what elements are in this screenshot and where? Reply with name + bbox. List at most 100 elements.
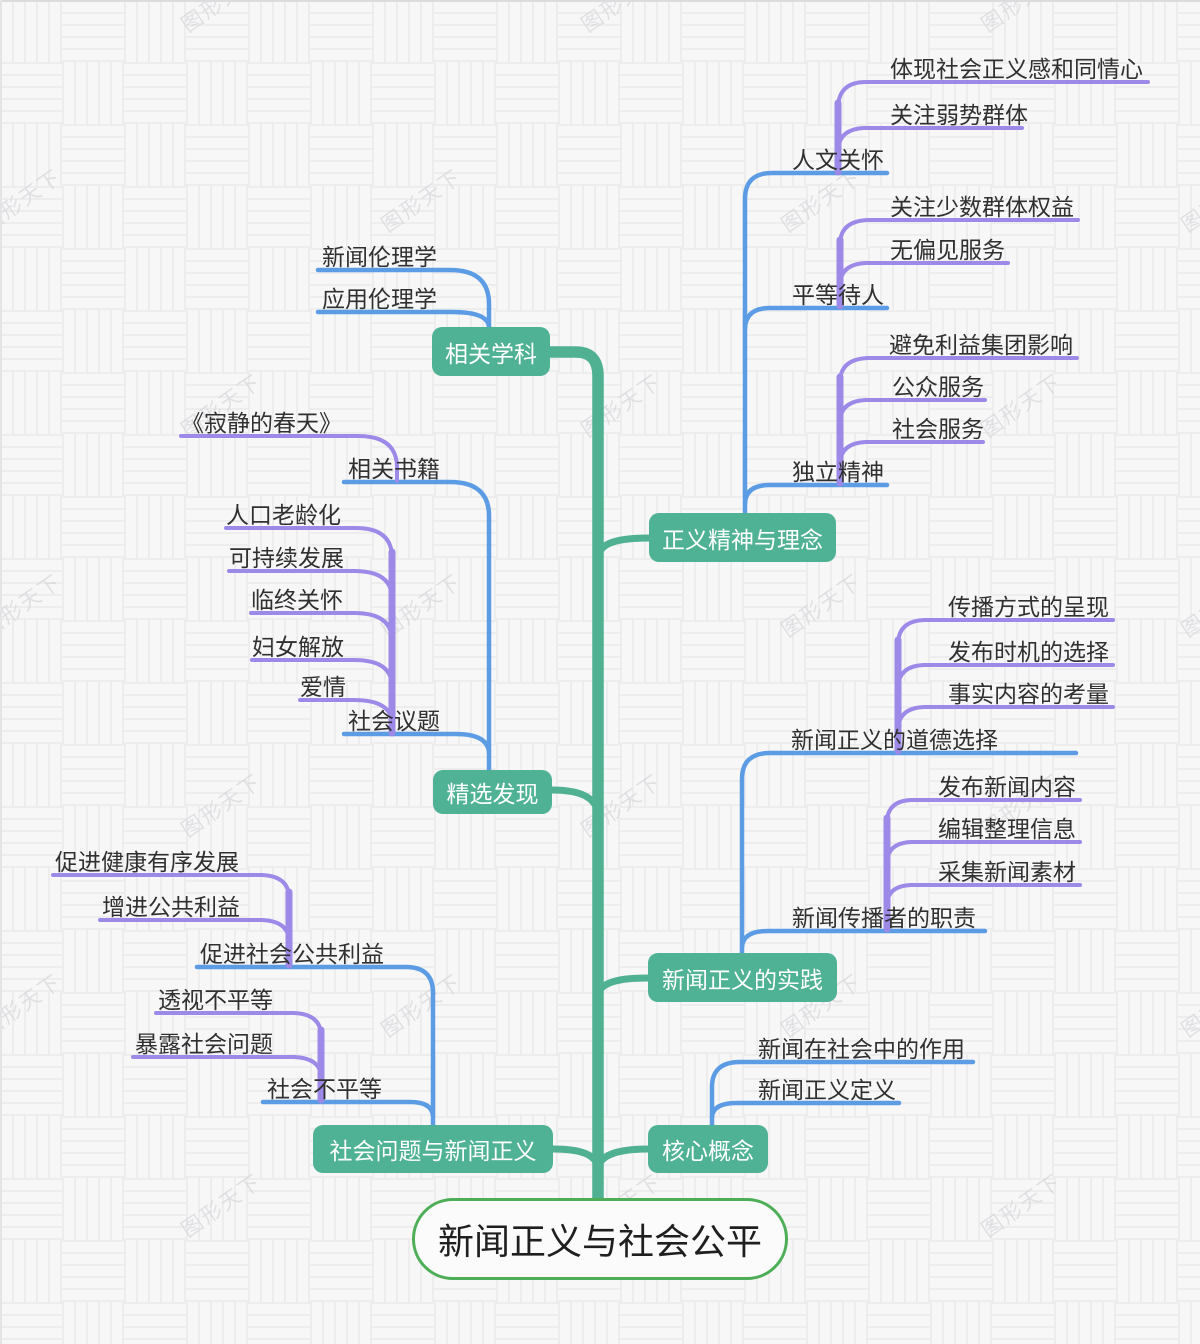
texture-tile — [930, 620, 992, 682]
texture-tile — [496, 248, 558, 310]
texture-tile — [744, 558, 806, 620]
texture-tile — [248, 1178, 310, 1240]
root-node[interactable]: 新闻正义与社会公平 — [412, 1198, 788, 1280]
leaf-label[interactable]: 人口老龄化 — [226, 502, 341, 528]
texture-tile — [558, 682, 620, 744]
texture-tile — [930, 1116, 992, 1178]
texture-tile — [744, 682, 806, 744]
texture-tile — [248, 372, 310, 434]
leaf-label[interactable]: 避免利益集团影响 — [889, 332, 1073, 358]
texture-tile — [496, 682, 558, 744]
texture-tile — [124, 806, 186, 868]
texture-tile — [124, 1178, 186, 1240]
leaf-label[interactable]: 发布时机的选择 — [948, 639, 1109, 665]
leaf-label[interactable]: 无偏见服务 — [890, 237, 1005, 263]
leaf-label[interactable]: 暴露社会问题 — [135, 1031, 273, 1057]
leaf-label[interactable]: 《寂静的春天》 — [181, 410, 342, 436]
texture-tile — [620, 620, 682, 682]
leaf-label[interactable]: 新闻正义定义 — [758, 1077, 896, 1103]
subtopic-label[interactable]: 新闻传播者的职责 — [792, 905, 976, 931]
texture-tile — [434, 186, 496, 248]
texture-tile — [744, 868, 806, 930]
leaf-label[interactable]: 爱情 — [300, 674, 346, 700]
leaf-label[interactable]: 社会服务 — [892, 416, 984, 442]
leaf-label[interactable]: 公众服务 — [892, 374, 984, 400]
texture-tile — [0, 62, 62, 124]
texture-tile — [806, 806, 868, 868]
texture-tile — [1054, 434, 1116, 496]
leaf-label[interactable]: 透视不平等 — [158, 987, 273, 1013]
leaf-label[interactable]: 发布新闻内容 — [938, 774, 1076, 800]
texture-tile — [372, 186, 434, 248]
texture-tile — [1054, 806, 1116, 868]
leaf-label[interactable]: 新闻在社会中的作用 — [758, 1036, 965, 1062]
leaf-label[interactable]: 传播方式的呈现 — [948, 594, 1109, 620]
texture-tile — [1178, 372, 1200, 434]
texture-tile — [496, 372, 558, 434]
subtopic-label[interactable]: 相关书籍 — [348, 456, 440, 482]
texture-tile — [1178, 124, 1200, 186]
texture-tile — [1054, 186, 1116, 248]
texture-tile — [930, 124, 992, 186]
leaf-label[interactable]: 可持续发展 — [229, 545, 344, 571]
texture-tile — [248, 1054, 310, 1116]
texture-tile — [186, 186, 248, 248]
texture-tile — [992, 806, 1054, 868]
texture-tile — [744, 186, 806, 248]
texture-tile — [372, 1302, 434, 1344]
subtopic-label[interactable]: 独立精神 — [792, 459, 884, 485]
texture-tile — [930, 372, 992, 434]
leaf-label[interactable]: 增进公共利益 — [102, 894, 240, 920]
texture-tile — [1178, 310, 1200, 372]
branch-node-related-disciplines[interactable]: 相关学科 — [432, 327, 550, 376]
leaf-label[interactable]: 临终关怀 — [251, 587, 343, 613]
subtopic-label[interactable]: 社会不平等 — [267, 1076, 382, 1102]
leaf-label[interactable]: 事实内容的考量 — [948, 681, 1109, 707]
leaf-label[interactable]: 采集新闻素材 — [938, 859, 1076, 885]
subtopic-label[interactable]: 社会议题 — [348, 708, 440, 734]
texture-tile — [1178, 62, 1200, 124]
texture-tile — [992, 992, 1054, 1054]
texture-tile — [868, 310, 930, 372]
subtopic-label[interactable]: 新闻正义的道德选择 — [791, 727, 998, 753]
texture-tile — [62, 682, 124, 744]
texture-tile — [124, 992, 186, 1054]
leaf-label[interactable]: 体现社会正义感和同情心 — [890, 56, 1143, 82]
texture-tile — [992, 0, 1054, 62]
branch-node-social-issues[interactable]: 社会问题与新闻正义 — [313, 1125, 553, 1173]
branch-node-core-concepts[interactable]: 核心概念 — [648, 1125, 768, 1173]
texture-tile — [558, 992, 620, 1054]
texture-tile — [186, 992, 248, 1054]
texture-tile — [806, 868, 868, 930]
texture-tile — [1054, 1178, 1116, 1240]
texture-tile — [930, 1240, 992, 1302]
texture-tile — [310, 434, 372, 496]
texture-tile — [1116, 620, 1178, 682]
leaf-label[interactable]: 关注弱势群体 — [890, 102, 1028, 128]
texture-tile — [1116, 124, 1178, 186]
leaf-label[interactable]: 关注少数群体权益 — [890, 194, 1074, 220]
subtopic-label[interactable]: 平等待人 — [792, 282, 884, 308]
subtopic-label[interactable]: 人文关怀 — [792, 147, 884, 173]
texture-tile — [124, 620, 186, 682]
leaf-label[interactable]: 促进健康有序发展 — [55, 849, 239, 875]
texture-tile — [1116, 496, 1178, 558]
texture-tile — [1054, 992, 1116, 1054]
texture-tile — [496, 124, 558, 186]
branch-node-selected-findings[interactable]: 精选发现 — [433, 770, 552, 814]
subtopic-label[interactable]: 促进社会公共利益 — [200, 941, 384, 967]
texture-tile — [496, 62, 558, 124]
leaf-label[interactable]: 新闻伦理学 — [322, 244, 437, 270]
texture-tile — [434, 62, 496, 124]
leaf-label[interactable]: 编辑整理信息 — [938, 816, 1076, 842]
texture-tile — [682, 992, 744, 1054]
leaf-label[interactable]: 妇女解放 — [252, 634, 344, 660]
texture-tile — [186, 682, 248, 744]
texture-tile — [1116, 434, 1178, 496]
branch-node-justice-spirit[interactable]: 正义精神与理念 — [649, 513, 836, 562]
branch-node-justice-practice[interactable]: 新闻正义的实践 — [648, 953, 837, 1002]
leaf-label[interactable]: 应用伦理学 — [322, 286, 437, 312]
texture-tile — [682, 124, 744, 186]
texture-tile — [372, 372, 434, 434]
texture-tile — [62, 124, 124, 186]
